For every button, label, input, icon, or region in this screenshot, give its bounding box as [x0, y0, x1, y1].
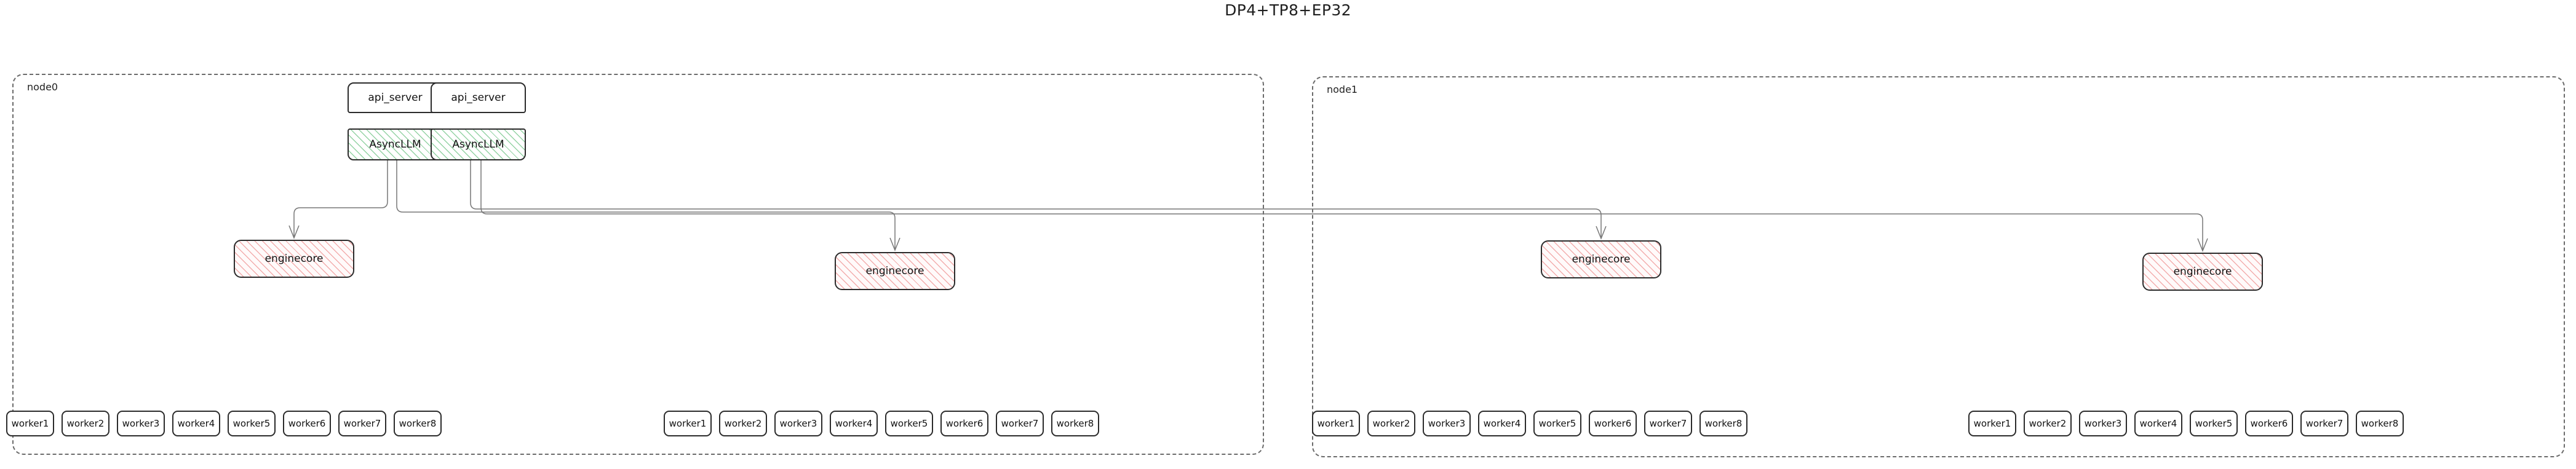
worker-box-node1-g1-8-label: worker8 [2361, 418, 2399, 429]
worker-box-node0-g1-2[interactable]: worker2 [719, 411, 767, 436]
node-label-node0: node0 [27, 81, 58, 93]
worker-box-node0-g0-6-label: worker6 [288, 418, 326, 429]
worker-box-node1-g0-5-label: worker5 [1538, 418, 1576, 429]
worker-box-node1-g0-6-label: worker6 [1594, 418, 1632, 429]
worker-box-node0-g0-1[interactable]: worker1 [6, 411, 54, 436]
api-server-box-node0-0[interactable]: api_server [348, 82, 443, 113]
worker-box-node0-g1-6[interactable]: worker6 [940, 411, 988, 436]
asyncllm-box-node0-0[interactable]: AsyncLLM [348, 128, 443, 160]
worker-box-node1-g0-7[interactable]: worker7 [1644, 411, 1692, 436]
api-server-box-node0-1-label: api_server [451, 92, 506, 104]
worker-box-node1-g0-3-label: worker3 [1428, 418, 1466, 429]
worker-box-node0-g1-7-label: worker7 [1001, 418, 1039, 429]
node-container-node0: node0 [12, 74, 1264, 455]
worker-box-node1-g1-1[interactable]: worker1 [1968, 411, 2016, 436]
worker-box-node0-g0-7-label: worker7 [343, 418, 381, 429]
asyncllm-box-node0-1[interactable]: AsyncLLM [431, 128, 526, 160]
worker-box-node0-g0-8-label: worker8 [399, 418, 437, 429]
worker-box-node1-g0-2[interactable]: worker2 [1367, 411, 1415, 436]
worker-box-node1-g1-4[interactable]: worker4 [2134, 411, 2182, 436]
worker-box-node0-g0-6[interactable]: worker6 [283, 411, 331, 436]
worker-box-node1-g0-3[interactable]: worker3 [1423, 411, 1471, 436]
worker-box-node0-g0-5[interactable]: worker5 [228, 411, 276, 436]
worker-box-node1-g0-2-label: worker2 [1372, 418, 1410, 429]
worker-box-node1-g0-1-label: worker1 [1317, 418, 1355, 429]
enginecore-box-node0-1[interactable]: enginecore [835, 252, 955, 290]
worker-box-node1-g0-4-label: worker4 [1483, 418, 1521, 429]
page-title: DP4+TP8+EP32 [1225, 1, 1351, 19]
worker-box-node0-g1-1[interactable]: worker1 [664, 411, 712, 436]
worker-box-node1-g0-1[interactable]: worker1 [1312, 411, 1360, 436]
worker-box-node0-g1-7[interactable]: worker7 [996, 411, 1044, 436]
worker-box-node0-g1-4[interactable]: worker4 [830, 411, 878, 436]
worker-box-node1-g1-6[interactable]: worker6 [2245, 411, 2293, 436]
worker-box-node0-g0-8[interactable]: worker8 [394, 411, 442, 436]
worker-box-node1-g1-3[interactable]: worker3 [2079, 411, 2127, 436]
worker-box-node0-g0-7[interactable]: worker7 [338, 411, 386, 436]
worker-box-node0-g0-3[interactable]: worker3 [117, 411, 165, 436]
enginecore-box-node1-1-label: enginecore [2173, 266, 2232, 278]
worker-box-node1-g1-4-label: worker4 [2139, 418, 2177, 429]
worker-box-node1-g1-1-label: worker1 [1973, 418, 2011, 429]
enginecore-box-node0-1-label: enginecore [865, 265, 924, 277]
worker-box-node1-g0-8[interactable]: worker8 [1699, 411, 1747, 436]
worker-box-node1-g1-2[interactable]: worker2 [2024, 411, 2072, 436]
enginecore-box-node1-0[interactable]: enginecore [1541, 240, 1661, 278]
worker-box-node0-g1-5-label: worker5 [890, 418, 928, 429]
worker-box-node0-g1-6-label: worker6 [945, 418, 984, 429]
worker-box-node1-g1-8[interactable]: worker8 [2356, 411, 2404, 436]
worker-box-node1-g0-6[interactable]: worker6 [1589, 411, 1637, 436]
worker-box-node1-g1-6-label: worker6 [2250, 418, 2288, 429]
worker-box-node1-g1-3-label: worker3 [2084, 418, 2122, 429]
api-server-box-node0-1[interactable]: api_server [431, 82, 526, 113]
worker-box-node0-g1-8[interactable]: worker8 [1051, 411, 1099, 436]
worker-box-node0-g0-4[interactable]: worker4 [172, 411, 220, 436]
worker-box-node0-g1-2-label: worker2 [724, 418, 762, 429]
worker-box-node1-g0-7-label: worker7 [1649, 418, 1687, 429]
worker-box-node1-g1-5[interactable]: worker5 [2190, 411, 2238, 436]
worker-box-node0-g1-5[interactable]: worker5 [885, 411, 933, 436]
worker-box-node0-g1-8-label: worker8 [1056, 418, 1094, 429]
node-container-node1: node1 [1312, 76, 2565, 457]
worker-box-node1-g1-5-label: worker5 [2195, 418, 2233, 429]
enginecore-box-node0-0-label: enginecore [264, 253, 324, 265]
worker-box-node0-g0-2-label: worker2 [66, 418, 105, 429]
worker-box-node0-g0-1-label: worker1 [11, 418, 49, 429]
worker-box-node1-g1-7[interactable]: worker7 [2300, 411, 2348, 436]
asyncllm-box-node0-1-label: AsyncLLM [452, 138, 504, 151]
worker-box-node0-g0-5-label: worker5 [233, 418, 271, 429]
worker-box-node0-g1-3[interactable]: worker3 [774, 411, 822, 436]
worker-box-node0-g0-2[interactable]: worker2 [62, 411, 109, 436]
worker-box-node0-g1-4-label: worker4 [835, 418, 873, 429]
worker-box-node1-g0-4[interactable]: worker4 [1478, 411, 1526, 436]
worker-box-node0-g1-1-label: worker1 [669, 418, 707, 429]
worker-box-node0-g0-4-label: worker4 [177, 418, 215, 429]
worker-box-node0-g0-3-label: worker3 [122, 418, 160, 429]
worker-box-node1-g0-8-label: worker8 [1704, 418, 1743, 429]
enginecore-box-node1-0-label: enginecore [1572, 253, 1631, 266]
enginecore-box-node0-0[interactable]: enginecore [234, 240, 354, 278]
worker-box-node1-g1-2-label: worker2 [2029, 418, 2067, 429]
api-server-box-node0-0-label: api_server [368, 92, 423, 104]
worker-box-node0-g1-3-label: worker3 [779, 418, 817, 429]
enginecore-box-node1-1[interactable]: enginecore [2142, 253, 2263, 291]
node-label-node1: node1 [1327, 84, 1358, 95]
worker-box-node1-g0-5[interactable]: worker5 [1533, 411, 1581, 436]
asyncllm-box-node0-0-label: AsyncLLM [369, 138, 421, 151]
worker-box-node1-g1-7-label: worker7 [2305, 418, 2343, 429]
